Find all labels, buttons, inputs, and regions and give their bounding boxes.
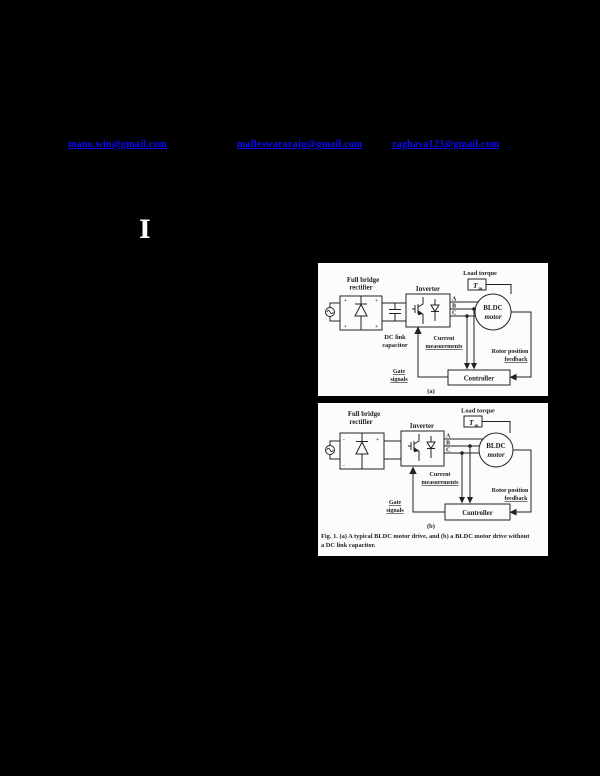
controller-label: Controller	[464, 376, 494, 383]
figure-caption-line2: a DC link capacitor.	[321, 542, 376, 550]
current-label-1: Current	[434, 336, 455, 342]
polarity-mark: -	[343, 463, 345, 469]
arrow-up-icon	[409, 466, 417, 474]
bldc-drive-diagram-a: Full bridge rectifier + + + + DC link ca…	[325, 270, 532, 395]
gate-wire	[417, 333, 448, 378]
freewheel-diode-icon	[430, 304, 440, 313]
gate-label-2: signals	[386, 508, 404, 514]
igbt-icon	[413, 434, 420, 461]
phase-b-label: B	[452, 304, 456, 310]
igbt-icon	[417, 297, 424, 324]
load-torque-label: Load torque	[463, 270, 497, 277]
dc-link-label-1: DC link	[384, 334, 406, 341]
diode-icon	[354, 303, 368, 317]
igbt-arrow-icon	[418, 310, 423, 316]
rectifier-label-2: rectifier	[349, 419, 372, 426]
arrow-left-icon	[509, 508, 517, 516]
rotor-label-2: feedback	[505, 496, 529, 502]
feedback-wire	[513, 449, 532, 513]
polarity-mark: -	[343, 437, 345, 443]
figure-caption-line1: Fig. 1. (a) A typical BLDC motor drive, …	[321, 533, 530, 540]
arrow-down-icon	[467, 497, 473, 504]
wire	[329, 302, 340, 322]
gate-wire	[412, 473, 445, 513]
diode-icon	[355, 440, 369, 455]
subfigure-tag-a: (a)	[427, 388, 435, 395]
dc-link-label-2: capacitor	[382, 342, 408, 349]
polarity-mark: +	[344, 325, 347, 330]
motor-label-2: motor	[487, 451, 504, 459]
bldc-drive-diagram-b: Full bridge rectifier - + - Inverter A B…	[325, 408, 532, 530]
motor-label-1: BLDC	[486, 442, 505, 450]
arrow-left-icon	[509, 373, 517, 381]
phase-wires	[450, 301, 478, 317]
motor-label-1: BLDC	[483, 304, 502, 312]
wire	[329, 440, 340, 460]
inverter-box	[400, 430, 445, 467]
freewheel-diode-icon	[426, 441, 436, 450]
measurement-wires	[461, 446, 471, 498]
igbt-gate-icon	[408, 441, 415, 451]
ac-sine-icon	[326, 447, 334, 453]
torque-subscript: m	[479, 286, 483, 291]
phase-c-label: C	[452, 311, 456, 317]
arrow-down-icon	[459, 497, 465, 504]
email-link-3[interactable]: raghava123@gmail.com	[392, 139, 500, 150]
gate-label-1: Gate	[393, 369, 406, 375]
email-link-2[interactable]: malleswararaju@gmail.com	[237, 139, 363, 150]
phase-b-label: B	[446, 441, 450, 447]
drop-cap-letter: I	[139, 215, 151, 244]
inverter-label: Inverter	[416, 286, 440, 293]
rotor-label-2: feedback	[505, 357, 529, 363]
email-link-1[interactable]: mano.win@gmail.com	[68, 139, 168, 150]
phase-a-label: A	[452, 297, 457, 303]
current-label-2: measurements	[426, 344, 464, 350]
measurement-wires	[466, 309, 475, 364]
phase-c-label: C	[446, 448, 450, 454]
polarity-mark: +	[375, 299, 378, 304]
arrow-down-icon	[471, 363, 477, 370]
polarity-mark: +	[376, 437, 379, 443]
feedback-wire	[511, 311, 532, 378]
arrow-down-icon	[464, 363, 470, 370]
subfigure-tag-b: (b)	[427, 523, 435, 530]
phase-a-label: A	[446, 434, 451, 440]
figure-panel-b: Full bridge rectifier - + - Inverter A B…	[318, 403, 548, 556]
polarity-mark: +	[344, 299, 347, 304]
ac-sine-icon	[326, 309, 334, 315]
wire	[482, 421, 511, 433]
inverter-box	[405, 293, 451, 328]
rectifier-label-1: Full bridge	[347, 277, 379, 284]
igbt-arrow-icon	[414, 447, 419, 453]
controller-label: Controller	[462, 510, 492, 517]
current-label-1: Current	[430, 472, 451, 478]
load-torque-label: Load torque	[461, 408, 495, 415]
wire	[382, 302, 406, 322]
motor-circle	[474, 293, 512, 331]
gate-label-2: signals	[390, 377, 408, 383]
rotor-label-1: Rotor position	[492, 349, 529, 355]
current-label-2: measurements	[422, 480, 460, 486]
wire	[486, 284, 512, 294]
torque-symbol: T	[469, 418, 474, 427]
igbt-gate-icon	[412, 304, 419, 314]
motor-label-2: motor	[484, 313, 501, 321]
figure-caption: Fig. 1. (a) A typical BLDC motor drive, …	[318, 531, 548, 551]
capacitor-icon	[389, 303, 401, 321]
arrow-up-icon	[414, 326, 422, 334]
motor-circle	[478, 432, 514, 468]
rotor-label-1: Rotor position	[492, 488, 529, 494]
wire	[384, 440, 401, 460]
gate-label-1: Gate	[389, 500, 402, 506]
torque-subscript: m	[475, 423, 479, 428]
inverter-label: Inverter	[410, 423, 434, 430]
figure-panel-a: Full bridge rectifier + + + + DC link ca…	[318, 263, 548, 396]
torque-symbol: T	[473, 281, 478, 290]
rectifier-label-2: rectifier	[349, 285, 372, 292]
polarity-mark: +	[375, 325, 378, 330]
rectifier-label-1: Full bridge	[348, 411, 380, 418]
